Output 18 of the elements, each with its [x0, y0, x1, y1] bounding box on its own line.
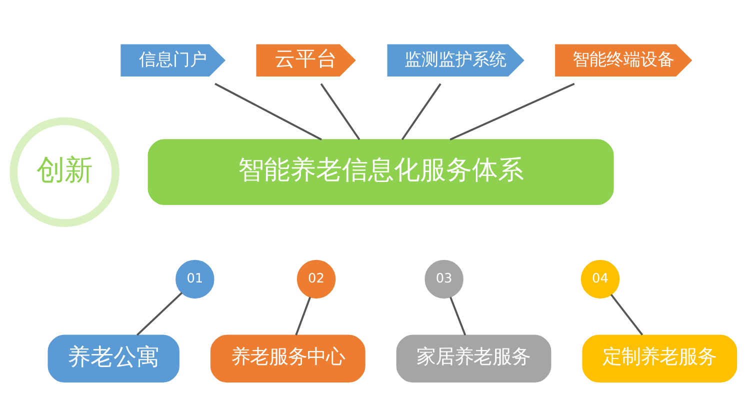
node-box: 智能养老信息化服务体系: [148, 139, 614, 205]
node-circle: 04: [580, 260, 620, 299]
node-circle: 创新: [10, 117, 120, 227]
node-box: 养老公寓: [48, 334, 180, 382]
connector: [295, 296, 312, 336]
node-box: 定制养老服务: [582, 334, 738, 382]
node-circle: 03: [424, 260, 464, 299]
connector: [136, 292, 183, 336]
connector: [214, 82, 322, 140]
connector: [450, 296, 466, 336]
connector: [320, 83, 360, 140]
node-box: 家居养老服务: [396, 334, 552, 382]
node-box: 养老服务中心: [210, 334, 366, 382]
connector: [401, 83, 442, 140]
connector: [610, 294, 644, 336]
node-circle: 01: [176, 260, 214, 299]
connector: [450, 82, 575, 141]
node-circle: 02: [296, 260, 336, 299]
